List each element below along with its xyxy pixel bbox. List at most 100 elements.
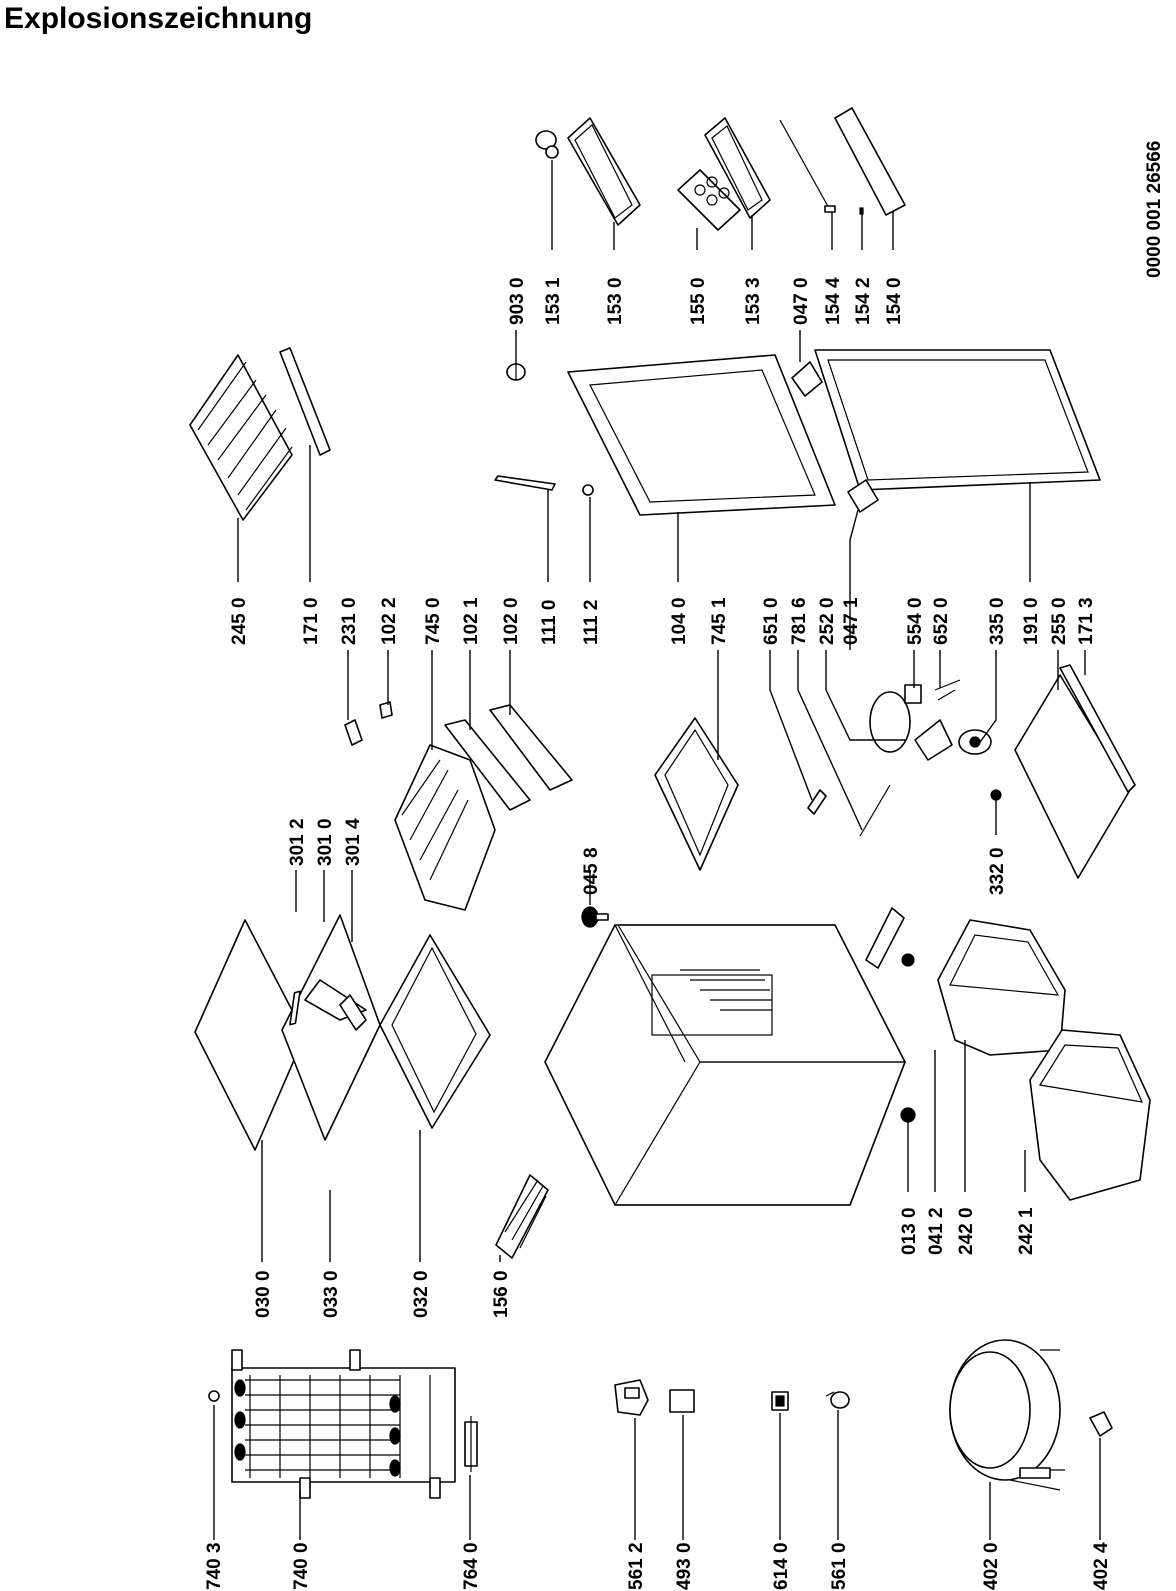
part-label: 032 0 bbox=[411, 1270, 432, 1318]
cap-153-1-drawing bbox=[535, 130, 559, 159]
part-label: 111 0 bbox=[539, 600, 560, 645]
part-label: 045 8 bbox=[581, 847, 602, 895]
crisper-242-0-drawing bbox=[937, 919, 1066, 1056]
freezer-tray-032-drawing bbox=[379, 934, 491, 1129]
part-label: 651 0 bbox=[761, 597, 782, 645]
part-label: 745 0 bbox=[423, 597, 444, 645]
part-label: 554 0 bbox=[905, 597, 926, 645]
part-labels: 740 3 740 0 764 0 561 2 493 0 614 0 561 … bbox=[204, 141, 1165, 1590]
part-561-2-drawing bbox=[614, 1379, 649, 1416]
part-label: 231 0 bbox=[339, 597, 360, 645]
page-title: Explosionszeichnung bbox=[4, 2, 313, 35]
part-label: 245 0 bbox=[229, 597, 250, 645]
glass-shelf-033-drawing bbox=[281, 914, 381, 1141]
hinge-047-0-drawing bbox=[791, 361, 823, 397]
part-label: 191 0 bbox=[1021, 597, 1042, 645]
part-label: 153 3 bbox=[743, 277, 764, 325]
strip-301-4-drawing bbox=[339, 994, 367, 1031]
tray-102-0-drawing bbox=[489, 704, 573, 791]
part-231-0-drawing bbox=[344, 719, 363, 746]
wire-shelf-drawing bbox=[189, 354, 293, 521]
screw-111-2-drawing bbox=[582, 484, 594, 496]
part-label: 154 0 bbox=[884, 277, 905, 325]
dryer-drawing bbox=[464, 1416, 478, 1472]
door-bin-154-0-drawing bbox=[779, 107, 906, 216]
egg-tray-156-drawing bbox=[495, 1174, 549, 1259]
glass-shelf-255-drawing bbox=[1014, 664, 1136, 879]
part-label: 402 0 bbox=[981, 1542, 1002, 1590]
clip-740-3-drawing bbox=[208, 1390, 220, 1402]
strip-301-2-drawing bbox=[289, 990, 301, 1026]
probe-781-6-drawing bbox=[859, 784, 891, 837]
door-gasket-drawing bbox=[814, 349, 1101, 491]
part-label: 154 2 bbox=[853, 277, 874, 325]
part-label: 102 1 bbox=[461, 597, 482, 645]
part-label: 301 4 bbox=[343, 818, 364, 866]
part-label: 047 0 bbox=[791, 277, 812, 325]
part-label: 561 0 bbox=[829, 1542, 850, 1590]
part-label: 255 0 bbox=[1049, 597, 1070, 645]
part-label: 111 2 bbox=[581, 600, 602, 645]
thermostat-parts-drawing bbox=[869, 679, 1002, 801]
part-label: 030 0 bbox=[253, 1270, 274, 1318]
condenser-drawing bbox=[231, 1349, 456, 1499]
leader-lines bbox=[213, 160, 1101, 1540]
part-label: 155 0 bbox=[688, 277, 709, 325]
part-label: 242 1 bbox=[1016, 1207, 1037, 1255]
hinge-047-1-drawing bbox=[847, 479, 879, 513]
part-label: 171 0 bbox=[301, 597, 322, 645]
part-label: 903 0 bbox=[507, 277, 528, 325]
sensor-651-0-drawing bbox=[807, 789, 827, 815]
part-614-0-drawing bbox=[771, 1391, 789, 1411]
part-label: 740 0 bbox=[291, 1542, 312, 1590]
part-label: 033 0 bbox=[321, 1270, 342, 1318]
cabinet-drawing bbox=[544, 924, 906, 1206]
part-label: 561 2 bbox=[626, 1542, 647, 1590]
part-label: 301 0 bbox=[315, 818, 336, 866]
part-561-0-drawing bbox=[825, 1391, 850, 1409]
evaporator-box-drawing bbox=[394, 744, 496, 911]
part-402-4-drawing bbox=[1089, 1411, 1113, 1437]
part-label: 041 2 bbox=[926, 1207, 947, 1255]
part-label: 740 3 bbox=[204, 1542, 225, 1590]
part-label: 102 2 bbox=[379, 597, 400, 645]
compressor-drawing bbox=[949, 1339, 1065, 1491]
freezer-door-drawing bbox=[654, 717, 739, 871]
part-label: 242 0 bbox=[956, 1207, 977, 1255]
part-label: 614 0 bbox=[771, 1542, 792, 1590]
part-label: 156 0 bbox=[491, 1270, 512, 1318]
crisper-242-1-drawing bbox=[1029, 1029, 1151, 1201]
part-label: 332 0 bbox=[987, 847, 1008, 895]
part-label: 154 4 bbox=[823, 277, 844, 325]
part-label: 652 0 bbox=[931, 597, 952, 645]
strip-171-0-drawing bbox=[279, 347, 331, 456]
foot-013-0-drawing bbox=[900, 1107, 916, 1123]
door-bin-153-3-drawing bbox=[704, 117, 771, 219]
inner-door-drawing bbox=[567, 354, 836, 516]
part-label: 102 0 bbox=[501, 597, 522, 645]
part-label: 335 0 bbox=[987, 597, 1008, 645]
part-label: 781 6 bbox=[789, 597, 810, 645]
bolt-903-0-drawing bbox=[506, 363, 526, 381]
hinge-041-2-drawing bbox=[865, 907, 915, 969]
part-label: 745 1 bbox=[709, 597, 730, 645]
part-label: 252 0 bbox=[817, 597, 838, 645]
part-493-0-drawing bbox=[669, 1389, 695, 1413]
part-label: 013 0 bbox=[899, 1207, 920, 1255]
part-102-2-drawing bbox=[379, 701, 393, 719]
tray-102-1-drawing bbox=[444, 719, 531, 811]
part-label: 153 0 bbox=[605, 277, 626, 325]
part-label: 301 2 bbox=[287, 818, 308, 866]
door-bin-153-0-drawing bbox=[567, 117, 641, 226]
part-label: 764 0 bbox=[461, 1542, 482, 1590]
bolt-045-8-drawing bbox=[581, 906, 609, 928]
part-label: 402 4 bbox=[1091, 1542, 1112, 1590]
part-label: 104 0 bbox=[669, 597, 690, 645]
egg-holder-155-0-drawing bbox=[677, 169, 741, 231]
part-label: 171 3 bbox=[1076, 597, 1097, 645]
part-label: 493 0 bbox=[674, 1542, 695, 1590]
part-label: 153 1 bbox=[543, 277, 564, 325]
drawing-number: 0000 001 26566 bbox=[1144, 141, 1165, 278]
bar-111-0-drawing bbox=[494, 475, 556, 491]
